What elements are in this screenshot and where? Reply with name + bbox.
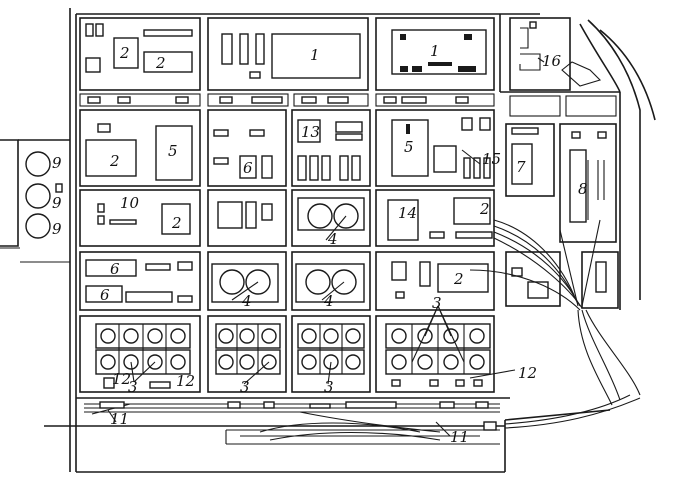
building-6c — [85, 285, 123, 303]
block-r3-c3 — [291, 189, 371, 247]
label-16: 16 — [542, 52, 562, 70]
label-13: 13 — [301, 123, 320, 141]
road-network — [0, 8, 656, 473]
label-7: 7 — [516, 158, 526, 176]
label-1-r1c2: 1 — [310, 46, 320, 64]
tanks-9 — [25, 151, 63, 239]
label-2-r1c1b: 2 — [155, 54, 166, 72]
strip-1 — [79, 93, 201, 107]
leader-lines — [107, 57, 545, 437]
block-r5-c3 — [291, 315, 371, 393]
label-6-r4c1b: 6 — [100, 286, 110, 304]
label-4-r3c3: 4 — [327, 230, 338, 248]
label-3-r5c2: 3 — [240, 378, 250, 396]
label-9-b: 9 — [52, 194, 62, 212]
label-12-a: 12 — [112, 370, 131, 388]
label-5-r2c4: 5 — [404, 138, 414, 156]
building-2a — [113, 37, 139, 69]
block-r2-c1 — [79, 109, 201, 187]
strip-4 — [375, 93, 495, 107]
callout-labels: 2 2 1 1 16 2 5 6 13 5 15 7 8 9 9 9 10 2 … — [52, 42, 588, 446]
block-r3-c4 — [375, 189, 495, 247]
label-5-r2c1: 5 — [168, 142, 178, 160]
tank-farm-row5 — [95, 323, 491, 389]
block-r2-c6 — [559, 123, 617, 243]
block-r5-c2 — [207, 315, 287, 393]
block-r4-c3 — [291, 251, 371, 311]
label-8: 8 — [578, 180, 588, 198]
label-9-c: 9 — [52, 220, 62, 238]
block-r4-c5 — [505, 251, 561, 307]
building-2f — [437, 263, 489, 293]
block-r4-c4 — [375, 251, 495, 311]
block-r1-c4 — [509, 17, 571, 91]
label-2-r3c1: 2 — [171, 214, 182, 232]
blocks — [79, 17, 619, 393]
block-r4-c1 — [79, 251, 201, 311]
label-4-r4c3: 4 — [323, 292, 334, 310]
strip-5 — [509, 95, 561, 117]
block-r5-c1 — [79, 315, 201, 393]
railway-yard — [84, 401, 500, 445]
tanks-row4 — [219, 269, 357, 295]
block-r5-c4 — [375, 315, 495, 393]
building-6a — [239, 155, 257, 179]
label-12-c: 12 — [518, 364, 537, 382]
label-12-b: 12 — [176, 372, 195, 390]
label-3-r5c4: 3 — [432, 294, 442, 312]
building-2d — [161, 203, 191, 235]
label-6-r4c1a: 6 — [110, 260, 120, 278]
label-3-r5c3: 3 — [324, 378, 334, 396]
block-r3-c2 — [207, 189, 287, 247]
label-4-r4c2: 4 — [241, 292, 252, 310]
block-r2-c4 — [375, 109, 495, 187]
block-r1-c3 — [375, 17, 495, 91]
label-11-b: 11 — [450, 428, 469, 446]
buildings-row1 — [85, 21, 602, 87]
label-1-r1c3: 1 — [430, 42, 440, 60]
strip-6 — [565, 95, 617, 117]
building-14 — [387, 199, 419, 241]
label-2-r1c1a: 2 — [119, 44, 130, 62]
block-r2-c5 — [505, 123, 555, 197]
building-7 — [511, 143, 533, 185]
building-6b — [85, 259, 137, 277]
building-2c — [85, 139, 137, 177]
label-2-r4c4: 2 — [453, 270, 464, 288]
building-5a — [155, 125, 193, 181]
block-r1-c2 — [207, 17, 369, 91]
label-2-r2c1: 2 — [109, 152, 120, 170]
block-r2-c2 — [207, 109, 287, 187]
building-13 — [297, 119, 321, 143]
label-14: 14 — [398, 204, 417, 222]
block-r2-c3 — [291, 109, 371, 187]
building-2b — [143, 51, 193, 73]
building-1a — [271, 33, 361, 79]
strip-2 — [207, 93, 289, 107]
label-2-r3c4: 2 — [479, 200, 490, 218]
strip-3 — [293, 93, 369, 107]
buildings-row4 — [85, 259, 607, 303]
label-10: 10 — [120, 194, 140, 212]
building-8 — [569, 149, 587, 223]
block-r1-c1 — [79, 17, 201, 91]
strip-details — [87, 96, 469, 104]
label-9-a: 9 — [52, 154, 62, 172]
block-r3-c1 — [79, 189, 201, 247]
rail-lines — [469, 160, 641, 406]
buildings-row3 — [97, 197, 493, 241]
label-15: 15 — [482, 150, 501, 168]
block-r4-c6 — [581, 251, 619, 309]
label-11-a: 11 — [110, 410, 129, 428]
buildings-row2 — [85, 117, 607, 223]
label-6-r2c2: 6 — [243, 159, 253, 177]
building-2e — [453, 197, 491, 225]
block-r4-c2 — [207, 251, 287, 311]
label-3-r5c1: 3 — [128, 378, 138, 396]
